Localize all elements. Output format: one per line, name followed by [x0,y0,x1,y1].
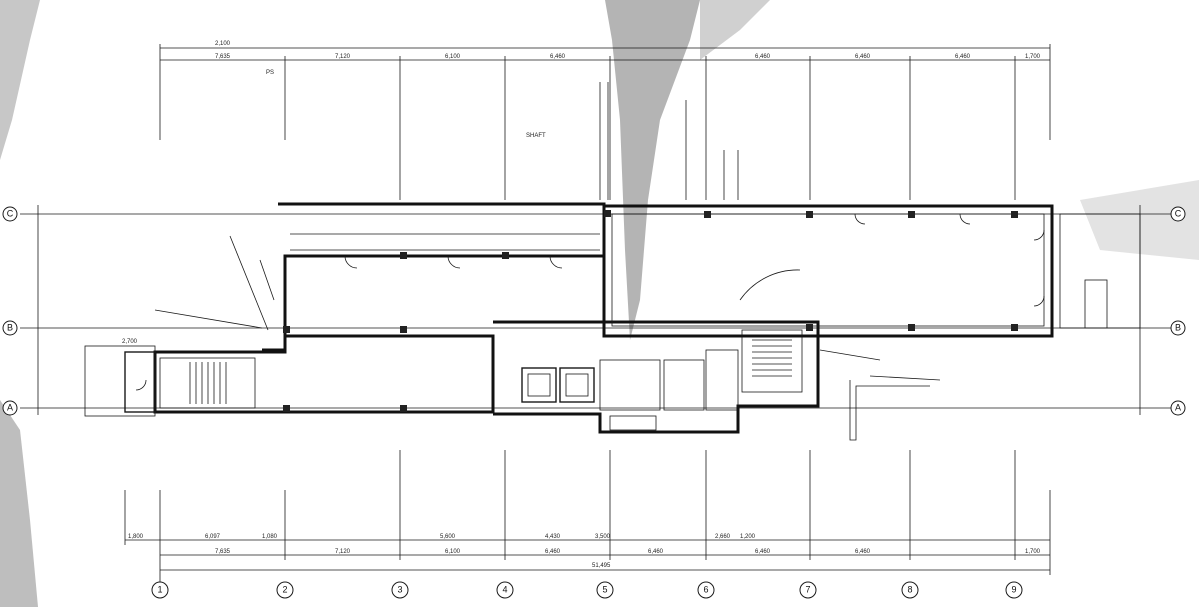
top-span-labels: 7,635 7,120 6,100 6,460 6,460 6,460 6,46… [215,54,1041,60]
grid-bubble-row-b-left: B [2,320,18,336]
svg-text:7: 7 [805,584,810,594]
svg-text:6: 6 [703,584,708,594]
grid-bubble-row-a-right: A [1170,400,1186,416]
bottom-span-1: 7,635 [215,549,231,555]
bottom-subspan-6: 3,500 [595,534,611,540]
row-grid-bubbles: C B A C B A [2,206,1186,416]
bottom-subspan-4: 5,600 [440,534,456,540]
bottom-span-4: 6,460 [545,549,561,555]
grid-bubble-row-a-left: A [2,400,18,416]
bottom-span-labels: 7,635 7,120 6,100 6,460 6,460 6,460 6,46… [215,549,1041,555]
top-span-2: 7,120 [335,54,351,60]
west-stair [159,357,256,409]
svg-text:2: 2 [282,584,287,594]
row-b-dim: 2,700 [122,339,138,345]
grid-bubble-row-b-right: B [1170,320,1186,336]
bottom-span-5: 6,460 [648,549,664,555]
grid-bubble-col-5: 5 [596,581,614,599]
leader-lines [154,235,941,381]
grid-bubble-col-6: 6 [697,581,715,599]
bottom-span-8: 1,700 [1025,549,1041,555]
bottom-subspan-7: 2,660 [715,534,731,540]
bottom-span-6: 6,460 [755,549,771,555]
svg-text:5: 5 [602,584,607,594]
bottom-subspan-3: 1,080 [262,534,278,540]
bottom-span-3: 6,100 [445,549,461,555]
top-span-5: 6,460 [755,54,771,60]
building-walls [84,202,1054,434]
bottom-dimension-lines [124,450,1051,575]
svg-text:4: 4 [502,584,507,594]
svg-text:B: B [1175,322,1181,332]
bottom-subspan-1: 1,800 [128,534,144,540]
grid-bubble-col-3: 3 [391,581,409,599]
svg-text:A: A [1175,402,1181,412]
svg-text:B: B [7,322,13,332]
east-stair [741,329,803,393]
top-dimension-lines [159,44,1051,200]
ps-label: PS [266,70,274,76]
svg-text:1: 1 [157,584,162,594]
grid-bubble-col-7: 7 [799,581,817,599]
grid-bubble-col-8: 8 [901,581,919,599]
svg-text:9: 9 [1011,584,1016,594]
svg-text:C: C [7,208,14,218]
top-span-7: 6,460 [955,54,971,60]
top-span-6: 6,460 [855,54,871,60]
bottom-subspan-2: 6,097 [205,534,221,540]
bottom-overall-dim: 51,495 [592,563,611,569]
grid-bubble-col-2: 2 [276,581,294,599]
top-span-3: 6,100 [445,54,461,60]
top-overall-dim: 2,100 [215,41,231,47]
bottom-span-2: 7,120 [335,549,351,555]
door-swings [135,213,1045,391]
grid-bubble-col-1: 1 [151,575,169,599]
top-span-1: 7,635 [215,54,231,60]
svg-text:A: A [7,402,13,412]
core-rooms [521,349,739,431]
grid-bubble-col-9: 9 [1005,581,1023,599]
bottom-subspan-8: 1,200 [740,534,756,540]
structural-columns [283,210,1018,412]
grid-bubble-row-c-right: C [1170,206,1186,222]
top-span-8: 1,700 [1025,54,1041,60]
column-grid-bubbles: 1 2 3 4 5 6 7 8 9 [151,575,1023,599]
bottom-span-7: 6,460 [855,549,871,555]
svg-text:3: 3 [397,584,402,594]
svg-text:8: 8 [907,584,912,594]
grid-bubble-col-4: 4 [496,581,514,599]
bottom-subspan-labels: 1,800 6,097 1,080 5,600 4,430 3,500 2,66… [128,534,756,540]
grid-bubble-row-c-left: C [2,206,18,222]
bottom-subspan-5: 4,430 [545,534,561,540]
shaft-label: SHAFT [526,133,546,139]
svg-text:C: C [1175,208,1182,218]
top-span-4: 6,460 [550,54,566,60]
exterior-elements [599,82,1141,441]
